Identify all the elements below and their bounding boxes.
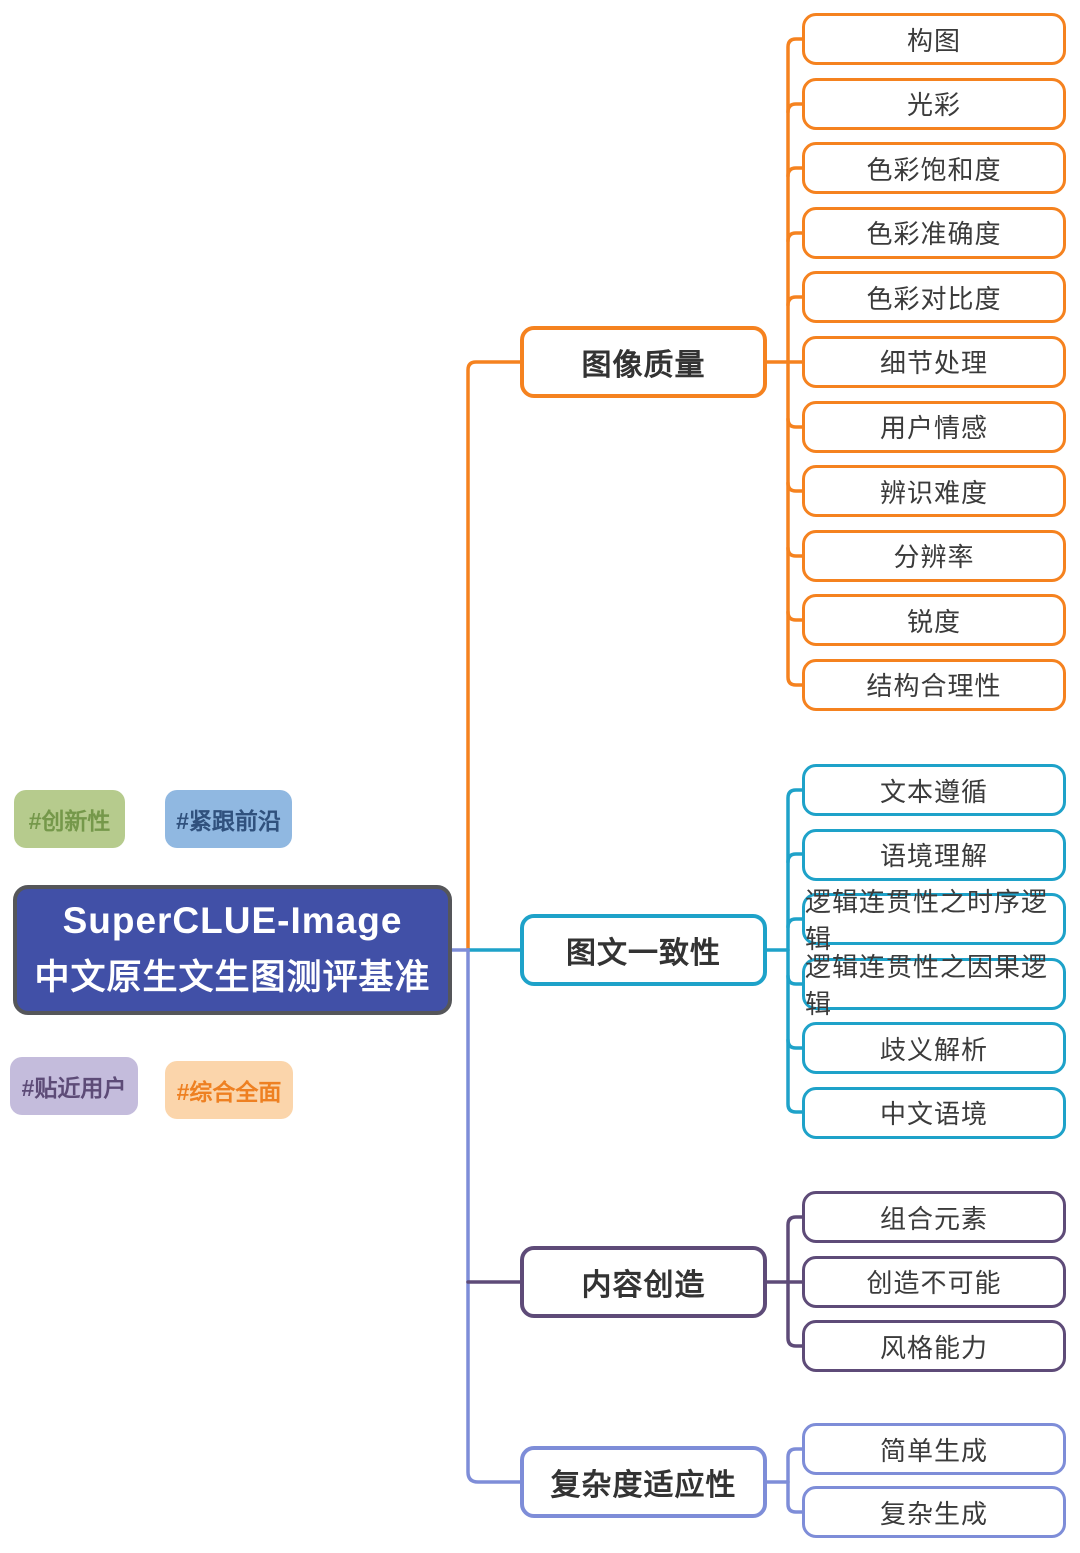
node-complex-generation[interactable]: 复杂生成 xyxy=(802,1486,1066,1538)
branch-connector-text-image-consistency xyxy=(765,788,804,1114)
children-complexity-adaptability: 简单生成 复杂生成 xyxy=(802,1423,1066,1538)
tag-cutting-edge[interactable]: #紧跟前沿 xyxy=(165,790,292,848)
branch-connector-image-quality xyxy=(765,37,804,687)
branch-connector-content-creation xyxy=(765,1215,804,1348)
node-image-quality[interactable]: 图像质量 xyxy=(520,326,767,398)
node-complexity-adaptability[interactable]: 复杂度适应性 xyxy=(520,1446,767,1518)
children-text-image-consistency: 文本遵循 语境理解 逻辑连贯性之时序逻辑 逻辑连贯性之因果逻辑 歧义解析 中文语… xyxy=(802,764,1066,1139)
tag-innovation[interactable]: #创新性 xyxy=(14,790,125,848)
node-resolution[interactable]: 分辨率 xyxy=(802,529,1066,582)
node-text-adherence[interactable]: 文本遵循 xyxy=(802,764,1066,816)
children-image-quality: 构图 光彩 色彩饱和度 色彩准确度 色彩对比度 细节处理 用户情感 辨识难度 分… xyxy=(802,13,1066,711)
node-temporal-logic-coherence[interactable]: 逻辑连贯性之时序逻辑 xyxy=(802,887,1066,954)
root-title-line-2: 中文原生文生图测评基准 xyxy=(34,958,431,997)
node-color-accuracy[interactable]: 色彩准确度 xyxy=(802,206,1066,259)
node-element-combination[interactable]: 组合元素 xyxy=(802,1191,1066,1243)
tag-user-centric[interactable]: #贴近用户 xyxy=(10,1057,138,1115)
tag-comprehensive[interactable]: #综合全面 xyxy=(165,1061,293,1119)
root-title-line-1: SuperCLUE-Image xyxy=(62,900,403,941)
center-links xyxy=(450,360,524,1484)
node-composition[interactable]: 构图 xyxy=(802,13,1066,65)
branch-connector-complexity-adaptability xyxy=(765,1447,804,1514)
children-content-creation: 组合元素 创造不可能 风格能力 xyxy=(802,1191,1066,1372)
node-simple-generation[interactable]: 简单生成 xyxy=(802,1423,1066,1475)
node-causal-logic-coherence[interactable]: 逻辑连贯性之因果逻辑 xyxy=(802,952,1066,1019)
node-create-impossible[interactable]: 创造不可能 xyxy=(802,1255,1066,1308)
node-luster[interactable]: 光彩 xyxy=(802,77,1066,130)
node-color-saturation[interactable]: 色彩饱和度 xyxy=(802,142,1066,195)
node-color-contrast[interactable]: 色彩对比度 xyxy=(802,271,1066,324)
central-root-node[interactable]: SuperCLUE-Image 中文原生文生图测评基准 xyxy=(13,885,452,1015)
node-sharpness[interactable]: 锐度 xyxy=(802,594,1066,647)
node-recognition-difficulty[interactable]: 辨识难度 xyxy=(802,465,1066,518)
node-context-understanding[interactable]: 语境理解 xyxy=(802,828,1066,881)
center-link-complexity-adaptability xyxy=(466,948,522,1484)
node-detail-handling[interactable]: 细节处理 xyxy=(802,335,1066,388)
node-user-emotion[interactable]: 用户情感 xyxy=(802,400,1066,453)
center-link-image-quality xyxy=(466,360,524,952)
node-chinese-context[interactable]: 中文语境 xyxy=(802,1086,1066,1139)
node-structural-rationality[interactable]: 结构合理性 xyxy=(802,658,1066,711)
node-text-image-consistency[interactable]: 图文一致性 xyxy=(520,914,767,986)
node-content-creation[interactable]: 内容创造 xyxy=(520,1246,767,1318)
node-style-capability[interactable]: 风格能力 xyxy=(802,1320,1066,1372)
node-ambiguity-resolution[interactable]: 歧义解析 xyxy=(802,1022,1066,1074)
